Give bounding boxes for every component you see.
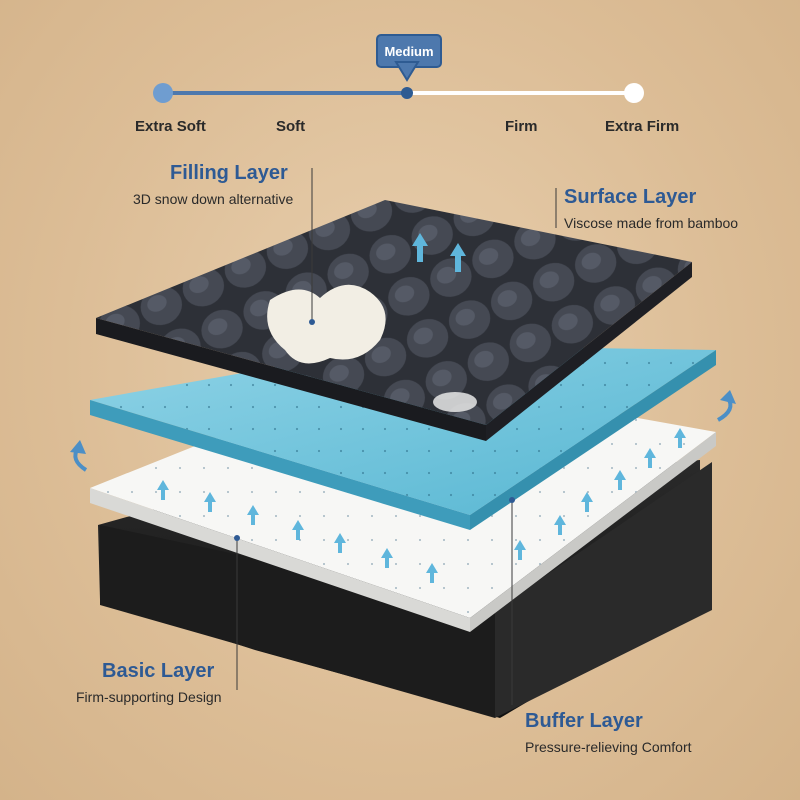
basic-layer-desc: Firm-supporting Design [76,689,222,705]
surface-layer-desc: Viscose made from bamboo [564,215,739,231]
buffer-layer-desc: Pressure-relieving Comfort [525,739,692,755]
filling-layer-top [96,200,692,441]
label-firm: Firm [505,118,538,135]
surface-layer-title: Surface Layer [564,186,697,208]
label-extra-soft: Extra Soft [135,118,206,135]
airflow-arrows [157,233,686,583]
label-soft: Soft [276,118,306,135]
buffer-layer-title: Buffer Layer [525,710,643,732]
basic-layer-title: Basic Layer [102,660,215,682]
surface-foam-layer [90,345,716,530]
label-extra-firm: Extra Firm [605,118,680,135]
filling-layer-title: Filling Layer [170,162,288,184]
filling-layer-desc: 3D snow down alternative [133,191,294,207]
